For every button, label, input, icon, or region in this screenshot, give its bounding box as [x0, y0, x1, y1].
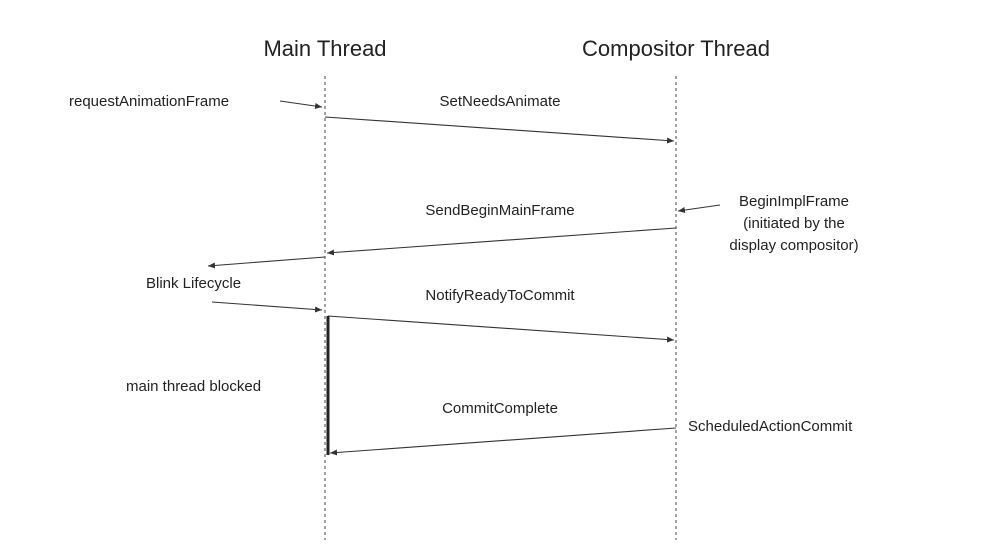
begin-impl-frame-label-line3: display compositor): [729, 237, 858, 254]
blink-lifecycle-in-arrow: [207, 256, 326, 269]
notify-ready-to-commit-label: NotifyReadyToCommit: [425, 287, 575, 304]
blink-lifecycle-out-arrow: [211, 301, 323, 313]
blink-lifecycle-label: Blink Lifecycle: [146, 275, 241, 292]
begin-impl-frame-arrow: [677, 204, 721, 213]
begin-impl-frame-label-line2: (initiated by the: [743, 215, 845, 232]
compositor-thread-header: Compositor Thread: [582, 36, 770, 61]
begin-impl-frame-label: BeginImplFrame: [739, 193, 849, 210]
send-begin-main-frame-arrow: [326, 227, 677, 256]
main-thread-blocked-label: main thread blocked: [126, 378, 261, 395]
set-needs-animate-label: SetNeedsAnimate: [440, 93, 561, 110]
request-animation-frame-label: requestAnimationFrame: [69, 93, 229, 110]
request-animation-frame-arrow: [279, 100, 323, 109]
commit-complete-label: CommitComplete: [442, 400, 558, 417]
send-begin-main-frame-label: SendBeginMainFrame: [425, 202, 574, 219]
main-thread-header: Main Thread: [263, 36, 386, 61]
commit-complete-arrow: [329, 427, 677, 456]
notify-ready-to-commit-arrow: [327, 315, 675, 343]
scheduled-action-commit-label: ScheduledActionCommit: [688, 418, 853, 435]
set-needs-animate-arrow: [324, 116, 675, 144]
